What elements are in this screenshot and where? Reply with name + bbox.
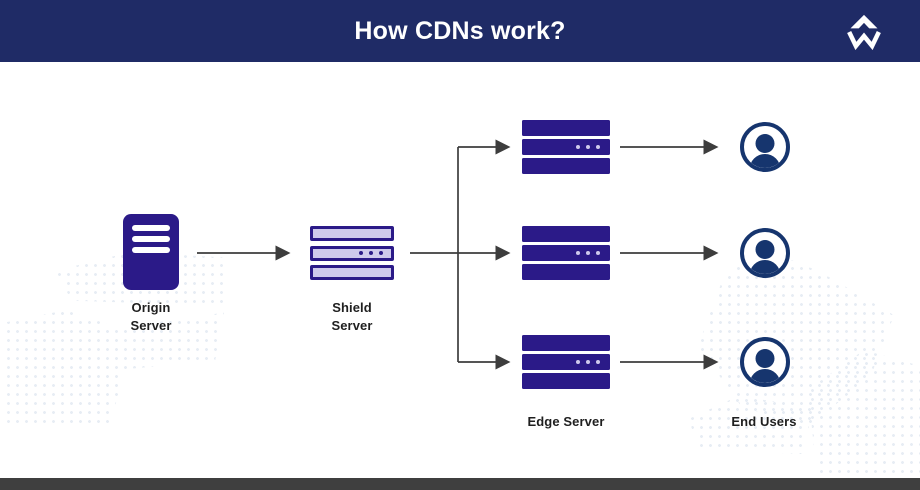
- user-shoulders: [749, 369, 781, 383]
- server-bar: [522, 139, 610, 155]
- server-line: [132, 225, 170, 231]
- page-title: How CDNs work?: [354, 16, 566, 45]
- header-bar: How CDNs work?: [0, 0, 920, 62]
- edge-server-label: Edge Server: [527, 414, 605, 429]
- server-bar: [310, 245, 394, 261]
- server-bar: [522, 335, 610, 351]
- server-line: [132, 236, 170, 242]
- shield-server-icon: [310, 226, 394, 280]
- edge-server-icon: [522, 120, 610, 174]
- server-led-dots: [359, 251, 383, 255]
- user-circle-icon: [740, 122, 790, 172]
- server-bar: [522, 120, 610, 136]
- edge-server-icon: [522, 226, 610, 280]
- user-head: [755, 349, 775, 368]
- origin-server-label: Origin Server: [130, 300, 172, 333]
- user-circle-icon: [740, 228, 790, 278]
- server-bar: [310, 265, 394, 280]
- origin-server-icon: [123, 214, 179, 290]
- footer-bar: [0, 478, 920, 490]
- user-shoulders: [749, 260, 781, 274]
- server-bar: [522, 226, 610, 242]
- end-users-label: End Users: [731, 414, 797, 429]
- server-line: [132, 247, 170, 253]
- server-bar: [522, 245, 610, 261]
- server-bar: [522, 264, 610, 280]
- server-led-dots: [576, 144, 600, 149]
- server-led-dots: [576, 250, 600, 255]
- server-bar: [310, 226, 394, 241]
- edge-server-icon: [522, 335, 610, 389]
- webkul-logo-icon: [847, 14, 881, 50]
- server-bar: [522, 373, 610, 389]
- user-head: [755, 240, 775, 259]
- shield-server-label: Shield Server: [331, 300, 373, 333]
- user-shoulders: [749, 154, 781, 168]
- server-bar: [522, 354, 610, 370]
- server-led-dots: [576, 359, 600, 364]
- user-head: [755, 134, 775, 153]
- user-circle-icon: [740, 337, 790, 387]
- server-bar: [522, 158, 610, 174]
